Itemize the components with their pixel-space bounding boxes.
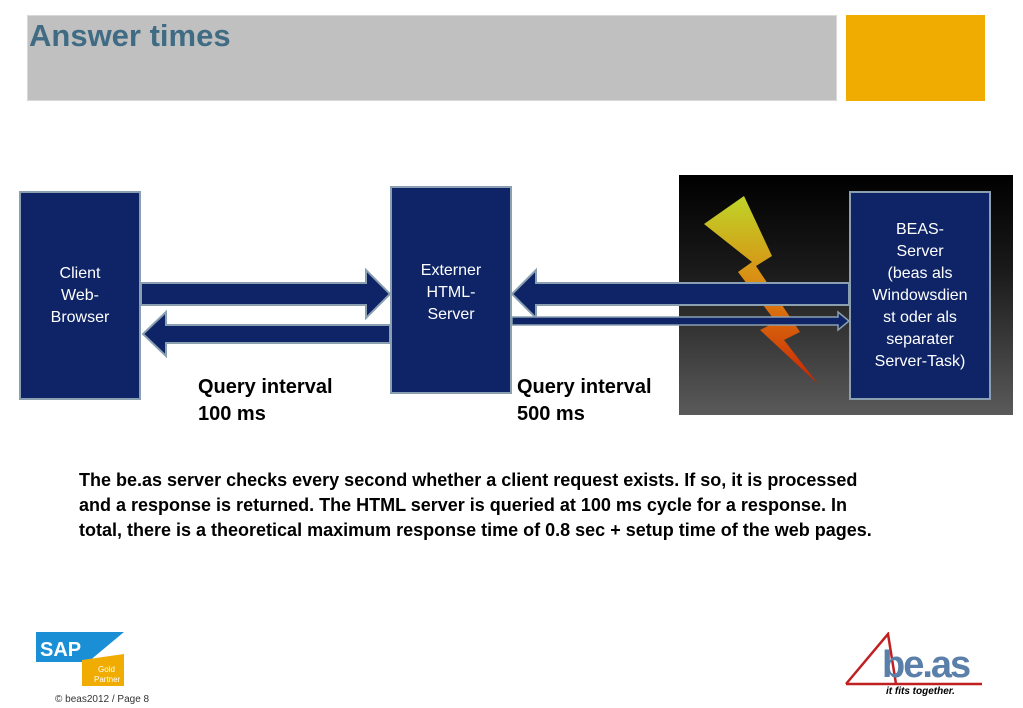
title-bar: [27, 15, 837, 101]
beas-server-box: BEAS- Server (beas als Windowsdien st od…: [849, 191, 991, 400]
arrow-client-to-html: [140, 267, 392, 321]
client-web-browser-box: Client Web- Browser: [19, 191, 141, 400]
sap-badge-line1: Gold: [98, 665, 115, 674]
arrow-html-to-beas: [511, 310, 851, 332]
arrow-beas-to-html: [510, 267, 850, 321]
beas-server-line: st oder als: [883, 308, 957, 326]
beas-logo: be.as it fits together.: [845, 632, 982, 696]
html-server-line: HTML-: [426, 284, 476, 301]
query-interval-right-line1: Query interval: [517, 376, 652, 398]
beas-server-line: (beas als: [887, 264, 953, 282]
beas-server-line: Server-Task): [874, 352, 966, 370]
sap-brand-text: SAP: [40, 639, 81, 661]
beas-server-line: BEAS-: [895, 220, 944, 238]
beas-server-line: Windowsdien: [872, 286, 968, 304]
page-title: Answer times: [29, 18, 231, 53]
query-interval-right-line2: 500 ms: [517, 403, 585, 425]
arrow-html-to-client: [141, 309, 391, 359]
beas-tagline: it fits together.: [886, 686, 955, 696]
description-text: The be.as server checks every second whe…: [79, 470, 872, 540]
client-line: Web-: [61, 286, 99, 304]
beas-brand-text: be.as: [882, 644, 970, 686]
client-line: Browser: [50, 308, 110, 326]
sap-badge-line2: Partner: [94, 675, 121, 684]
query-interval-right-label: Query interval 500 ms: [517, 374, 652, 428]
footer-copyright: © beas2012 / Page 8: [55, 694, 150, 705]
beas-server-line: Server: [896, 242, 944, 260]
client-line: Client: [59, 264, 101, 282]
accent-block: [846, 15, 985, 101]
query-interval-left-line2: 100 ms: [198, 403, 266, 425]
query-interval-left-label: Query interval 100 ms: [198, 374, 333, 428]
query-interval-left-line1: Query interval: [198, 376, 333, 398]
html-server-line: Externer: [420, 262, 482, 279]
html-server-line: Server: [427, 306, 475, 323]
html-server-box: Externer HTML- Server: [390, 186, 512, 394]
sap-gold-partner-logo: SAP Gold Partner: [36, 632, 124, 686]
beas-server-line: separater: [886, 330, 954, 348]
